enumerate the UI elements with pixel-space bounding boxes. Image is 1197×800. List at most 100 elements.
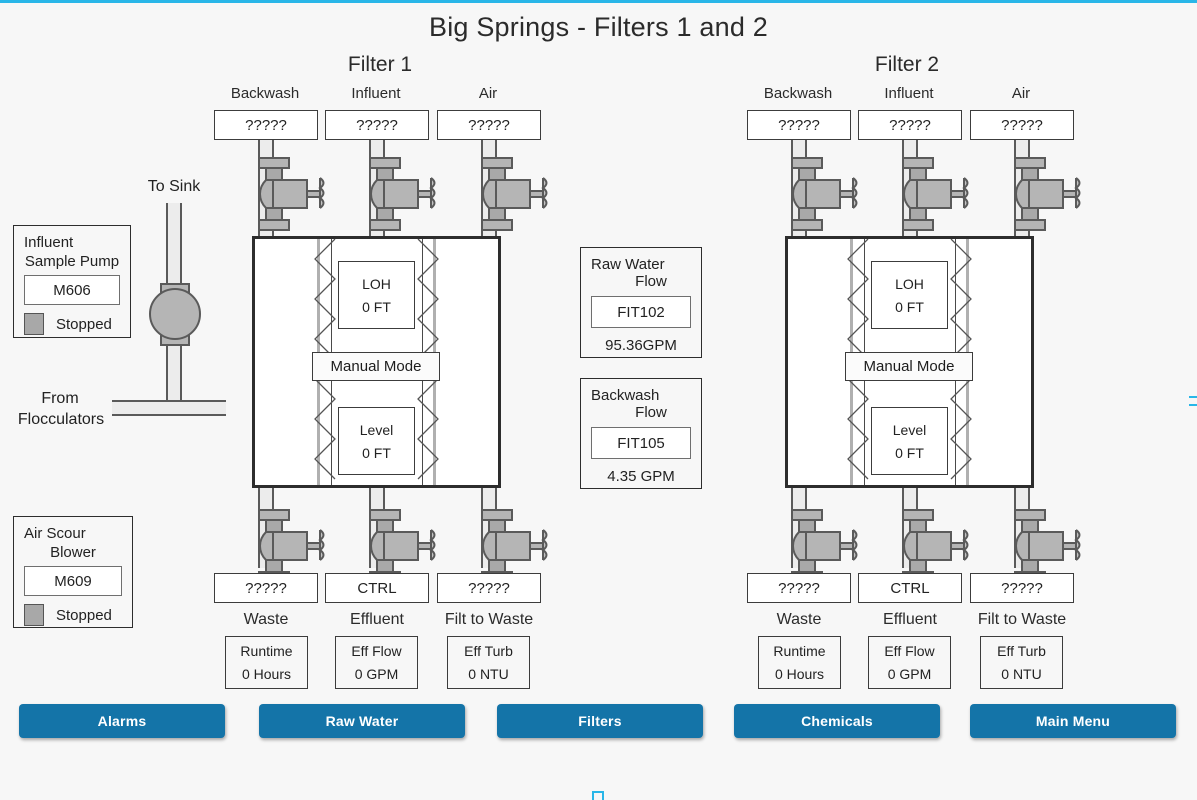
- filter-2-level-readout[interactable]: Level 0 FT: [871, 407, 948, 475]
- raw-water-flow-box[interactable]: Raw Water Flow FIT102 95.36GPM: [580, 247, 702, 358]
- filter-1-runtime-value: 0 Hours: [241, 666, 292, 682]
- air-scour-blower-status-swatch: [24, 604, 44, 626]
- filter-1-eff-flow-readout[interactable]: Eff Flow 0 GPM: [335, 636, 418, 689]
- filter-1-eff-flow-value: 0 GPM: [354, 666, 399, 682]
- backwash-flow-tag[interactable]: FIT105: [591, 427, 691, 459]
- air-scour-blower-box[interactable]: Air Scour Blower M609 Stopped: [13, 516, 133, 628]
- filter-2-runtime-readout[interactable]: Runtime 0 Hours: [758, 636, 841, 689]
- filter-1-loh-value: 0 FT: [362, 298, 391, 315]
- filter-2-air-valve-status[interactable]: ?????: [970, 110, 1074, 140]
- filter-2-loh-label: LOH: [895, 275, 924, 292]
- filter-1-backwash-valve-icon[interactable]: [243, 152, 329, 236]
- backwash-flow-value: 4.35 GPM: [607, 468, 675, 485]
- nav-button-main-menu[interactable]: Main Menu: [970, 704, 1176, 738]
- filter-1-effluent-valve-status[interactable]: CTRL: [325, 573, 429, 603]
- filter-1-loh-label: LOH: [362, 275, 391, 292]
- filter-2-top-label-backwash: Backwash: [763, 85, 833, 102]
- filter-2-waste-valve-status[interactable]: ?????: [747, 573, 851, 603]
- nav-button-filters[interactable]: Filters: [497, 704, 703, 738]
- filter-2-title: Filter 2: [874, 53, 940, 76]
- filter-2-backwash-valve-status[interactable]: ?????: [747, 110, 851, 140]
- filter-2-eff-turb-label: Eff Turb: [997, 643, 1046, 659]
- filter-2-effluent-valve-icon[interactable]: [887, 504, 973, 588]
- filter-2-filt-to-waste-valve-status[interactable]: ?????: [970, 573, 1074, 603]
- raw-water-flow-line1: Raw Water: [591, 256, 665, 273]
- filter-1-level-readout[interactable]: Level 0 FT: [338, 407, 415, 475]
- raw-water-flow-line2: Flow: [635, 273, 667, 290]
- nav-button-alarms[interactable]: Alarms: [19, 704, 225, 738]
- top-accent-rule: [0, 0, 1197, 3]
- filter-2-bottom-label-effluent: Effluent: [883, 611, 937, 628]
- filter-2-level-label: Level: [892, 421, 927, 438]
- filter-2-eff-turb-readout[interactable]: Eff Turb 0 NTU: [980, 636, 1063, 689]
- filter-1-bottom-label-filt-to-waste: Filt to Waste: [444, 611, 534, 628]
- filter-2-air-valve-icon[interactable]: [999, 152, 1085, 236]
- air-scour-blower-line2: Blower: [50, 544, 96, 561]
- influent-sample-pump-box[interactable]: Influent Sample Pump M606 Stopped: [13, 225, 131, 338]
- from-flocculators-label-line1: From: [41, 390, 79, 407]
- filter-2-influent-valve-icon[interactable]: [887, 152, 973, 236]
- filter-2-eff-flow-readout[interactable]: Eff Flow 0 GPM: [868, 636, 951, 689]
- backwash-flow-line1: Backwash: [591, 387, 660, 404]
- filter-1-bottom-label-waste: Waste: [243, 611, 289, 628]
- filter-2-eff-flow-value: 0 GPM: [887, 666, 932, 682]
- filter-2-level-value: 0 FT: [895, 444, 924, 461]
- filter-2-bottom-label-filt-to-waste: Filt to Waste: [977, 611, 1067, 628]
- influent-sample-pump-line2: Sample Pump: [24, 253, 120, 270]
- resize-handle-bottom[interactable]: [592, 791, 604, 800]
- filter-2-top-label-air: Air: [1011, 85, 1031, 102]
- filter-1-eff-turb-value: 0 NTU: [468, 666, 509, 682]
- filter-2-backwash-valve-icon[interactable]: [776, 152, 862, 236]
- filter-1-influent-valve-icon[interactable]: [354, 152, 440, 236]
- nav-button-raw-water[interactable]: Raw Water: [259, 704, 465, 738]
- air-scour-blower-status-row: Stopped: [24, 604, 122, 626]
- resize-handle-right[interactable]: [1189, 396, 1197, 406]
- filter-1-eff-turb-label: Eff Turb: [464, 643, 513, 659]
- filter-1-level-label: Level: [359, 421, 394, 438]
- filter-1-air-valve-icon[interactable]: [466, 152, 552, 236]
- filter-2-runtime-value: 0 Hours: [774, 666, 825, 682]
- filter-1-mode-box[interactable]: Manual Mode: [312, 352, 440, 381]
- backwash-flow-line2: Flow: [635, 404, 667, 421]
- filter-2-runtime-label: Runtime: [773, 643, 826, 659]
- filter-2-effluent-valve-status[interactable]: CTRL: [858, 573, 962, 603]
- filter-1-eff-flow-label: Eff Flow: [351, 643, 402, 659]
- filter-1-title: Filter 1: [347, 53, 413, 76]
- influent-sample-pump-line1: Influent: [24, 234, 74, 251]
- filter-1-backwash-valve-status[interactable]: ?????: [214, 110, 318, 140]
- influent-sample-pump-status-row: Stopped: [24, 313, 120, 335]
- influent-sample-pump-tag[interactable]: M606: [24, 275, 120, 305]
- air-scour-blower-status-text: Stopped: [56, 606, 112, 624]
- filter-1-waste-valve-status[interactable]: ?????: [214, 573, 318, 603]
- filter-1-influent-valve-status[interactable]: ?????: [325, 110, 429, 140]
- flocculator-header-pipe: [112, 400, 226, 416]
- sample-pump-riser-pipe: [166, 203, 182, 298]
- filter-1-top-label-influent: Influent: [351, 85, 401, 102]
- air-scour-blower-tag[interactable]: M609: [24, 566, 122, 596]
- filter-2-loh-readout[interactable]: LOH 0 FT: [871, 261, 948, 329]
- influent-sample-pump-status-text: Stopped: [56, 315, 112, 333]
- filter-2-influent-valve-status[interactable]: ?????: [858, 110, 962, 140]
- filter-2-bottom-label-waste: Waste: [776, 611, 822, 628]
- filter-1-runtime-label: Runtime: [240, 643, 293, 659]
- filter-1-eff-turb-readout[interactable]: Eff Turb 0 NTU: [447, 636, 530, 689]
- filter-1-level-value: 0 FT: [362, 444, 391, 461]
- raw-water-flow-tag[interactable]: FIT102: [591, 296, 691, 328]
- page-title: Big Springs - Filters 1 and 2: [429, 12, 768, 42]
- sample-pump-suction-pipe: [166, 330, 182, 402]
- raw-water-flow-value: 95.36GPM: [605, 337, 677, 354]
- filter-1-air-valve-status[interactable]: ?????: [437, 110, 541, 140]
- to-sink-label: To Sink: [147, 178, 201, 195]
- filter-1-filt-to-waste-valve-status[interactable]: ?????: [437, 573, 541, 603]
- from-flocculators-label-line2: Flocculators: [17, 411, 105, 428]
- backwash-flow-box[interactable]: Backwash Flow FIT105 4.35 GPM: [580, 378, 702, 489]
- influent-sample-pump-icon[interactable]: [142, 283, 208, 352]
- filter-1-runtime-readout[interactable]: Runtime 0 Hours: [225, 636, 308, 689]
- influent-sample-pump-status-swatch: [24, 313, 44, 335]
- filter-1-vessel: LOH 0 FT Manual Mode Level 0 FT: [252, 236, 501, 488]
- filter-2-mode-box[interactable]: Manual Mode: [845, 352, 973, 381]
- nav-button-chemicals[interactable]: Chemicals: [734, 704, 940, 738]
- filter-1-bottom-label-effluent: Effluent: [350, 611, 404, 628]
- filter-1-loh-readout[interactable]: LOH 0 FT: [338, 261, 415, 329]
